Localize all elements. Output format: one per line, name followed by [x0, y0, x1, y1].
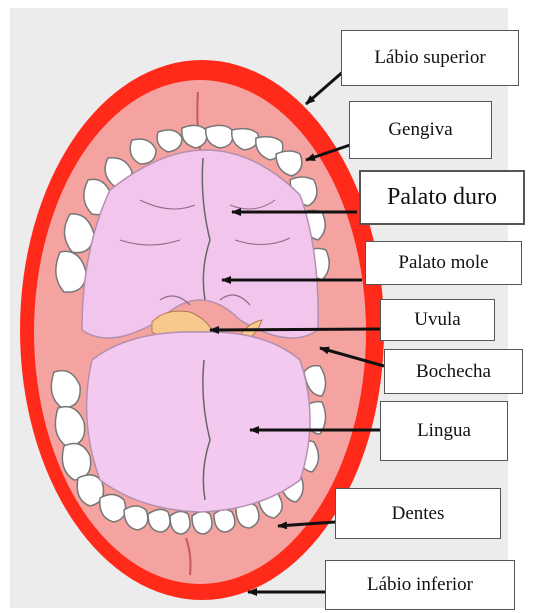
label-dentes: Dentes [335, 488, 501, 539]
label-lingua: Lingua [380, 401, 508, 461]
arrow-uvula [210, 329, 380, 330]
label-bochecha: Bochecha [384, 349, 523, 394]
tongue-shape [87, 332, 310, 512]
label-gengiva: Gengiva [349, 101, 492, 159]
label-labio-inferior: Lábio inferior [325, 560, 515, 610]
label-uvula: Uvula [380, 299, 495, 341]
label-palato-duro: Palato duro [359, 170, 525, 225]
label-palato-mole: Palato mole [365, 241, 522, 285]
label-labio-superior: Lábio superior [341, 30, 519, 86]
